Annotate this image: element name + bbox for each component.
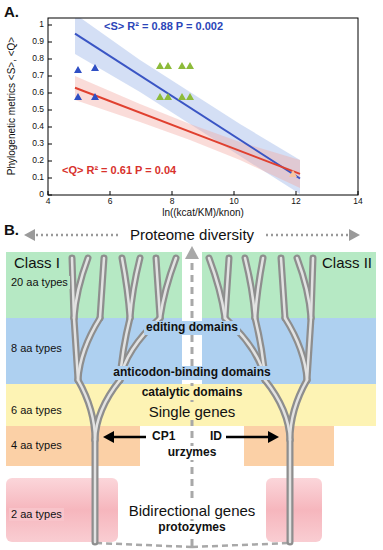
band-text: 20 aa types bbox=[9, 276, 70, 289]
band-region: Class II bbox=[202, 252, 376, 318]
tick-label: 4 bbox=[46, 197, 51, 207]
data-point bbox=[156, 93, 194, 100]
annotation-label: <Q> R² = 0.61 P = 0.04 bbox=[62, 164, 176, 177]
tree-branches bbox=[209, 258, 313, 542]
tick-label: 0.7 bbox=[32, 71, 44, 81]
regression-line bbox=[75, 34, 300, 179]
axis-ticks bbox=[48, 25, 52, 195]
band-text: 4 aa types bbox=[9, 439, 64, 452]
annotation-label: editing domains bbox=[144, 321, 240, 335]
band-region: 2 aa types bbox=[6, 478, 118, 542]
annotation-label: ID bbox=[208, 430, 224, 444]
tick-label: 12 bbox=[291, 197, 300, 207]
insert-arrow bbox=[112, 436, 146, 439]
band-text: Single genes bbox=[147, 403, 238, 420]
plot-frame bbox=[48, 18, 358, 195]
band-region: Class I 20 aa types bbox=[6, 252, 182, 318]
band-region: catalytic domainsSingle genes 6 aa types bbox=[6, 384, 376, 426]
tree-highlight bbox=[209, 258, 313, 542]
data-point bbox=[74, 93, 99, 100]
arrow-head bbox=[349, 229, 360, 241]
tick-label: 0.9 bbox=[32, 37, 44, 47]
tick-label: 0.8 bbox=[32, 54, 44, 64]
band-rect bbox=[6, 478, 118, 542]
annotation-label: B. bbox=[4, 221, 19, 238]
data-point bbox=[289, 170, 297, 177]
axis-ticks bbox=[48, 191, 358, 195]
tree-highlight bbox=[72, 258, 176, 542]
dotted-arrow bbox=[34, 234, 118, 237]
tick-label: 0.6 bbox=[32, 88, 44, 98]
band-region: 4 aa types bbox=[6, 426, 140, 466]
insert-arrow bbox=[226, 436, 270, 439]
band-rect bbox=[6, 426, 140, 466]
tick-label: 0.2 bbox=[32, 156, 44, 166]
tick-label: 14 bbox=[353, 197, 362, 207]
annotation-label: Bidirectional genes bbox=[127, 502, 258, 519]
annotation-label: <S> R² = 0.88 P = 0.002 bbox=[104, 20, 223, 33]
annotation-label: urzymes bbox=[166, 446, 219, 460]
arrow-head bbox=[185, 246, 199, 259]
dashed-line bbox=[95, 543, 290, 547]
tick-label: 0 bbox=[39, 190, 44, 200]
tick-label: 0.3 bbox=[32, 139, 44, 149]
tick-label: 0.1 bbox=[32, 173, 44, 183]
tick-label: 8 bbox=[170, 197, 175, 207]
band-text: 6 aa types bbox=[9, 404, 64, 417]
annotation-label: Phylogenetic metrics <S>, <Q> bbox=[6, 37, 18, 175]
band-text: 2 aa types bbox=[9, 508, 64, 521]
arrow-head bbox=[24, 229, 35, 241]
band-rect bbox=[266, 478, 322, 542]
annotation-label: A. bbox=[4, 3, 19, 20]
tick-label: 1 bbox=[39, 20, 44, 30]
band-text: Class I bbox=[12, 254, 62, 271]
annotation-label: ln((kcat/KM)/knon) bbox=[162, 207, 244, 219]
data-point bbox=[156, 62, 194, 69]
tree-branches bbox=[72, 258, 176, 542]
dotted-arrow bbox=[266, 234, 350, 237]
tick-label: 6 bbox=[108, 197, 113, 207]
arrow-head bbox=[103, 431, 114, 443]
band-text: Class II bbox=[320, 254, 374, 271]
band-rect bbox=[6, 384, 376, 426]
annotation-label: CP1 bbox=[150, 430, 177, 444]
tick-label: 0.5 bbox=[32, 105, 44, 115]
annotation-label: anticodon-binding domains bbox=[111, 366, 272, 380]
band-text: catalytic domains bbox=[140, 386, 245, 400]
tick-label: 10 bbox=[229, 197, 238, 207]
data-point bbox=[74, 64, 99, 73]
annotation-label: protozymes bbox=[156, 521, 227, 535]
regression-line bbox=[75, 88, 300, 174]
tick-label: 0.4 bbox=[32, 122, 44, 132]
band-text: 8 aa types bbox=[9, 342, 64, 355]
arrow-head bbox=[268, 431, 279, 443]
annotation-label: Proteome diversity bbox=[128, 226, 256, 243]
